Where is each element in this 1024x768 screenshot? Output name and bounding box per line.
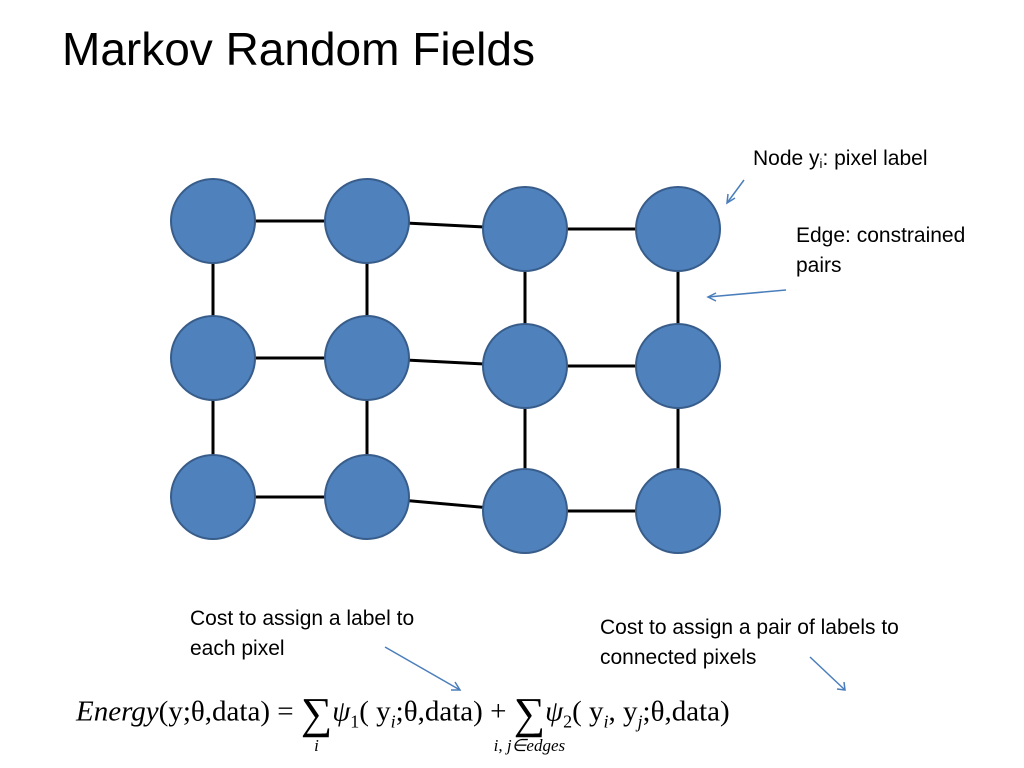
sum-index: i (314, 736, 319, 755)
unary-args: ( y (359, 695, 391, 728)
formula-lhs-args: (y;θ,data) = (158, 695, 294, 728)
unary-cost-line1: Cost to assign a label to (190, 607, 415, 630)
pixel-node (170, 178, 256, 264)
nodes (170, 178, 721, 554)
edge-label-line1: Edge: constrained (796, 224, 966, 247)
node-pointer-arrowhead (726, 193, 736, 205)
pixel-node (482, 323, 568, 409)
unary-cost-label: Cost to assign a label to each pixel (190, 604, 414, 664)
pairwise-cost-line2: connected pixels (600, 646, 757, 669)
unary-args-rest: ;θ,data) + (395, 695, 507, 728)
edge-pointer-arrow (707, 289, 787, 298)
pairwise-cost-line1: Cost to assign a pair of labels to (600, 616, 899, 639)
energy-formula: Energy(y;θ,data) = ∑ i ψ1( yi;θ,data) + … (76, 689, 730, 756)
pixel-node (170, 315, 256, 401)
pair-args-rest: ;θ,data) (642, 695, 730, 728)
pairwise-sum: ∑ i, j∈edges (494, 689, 565, 756)
pixel-node (635, 323, 721, 409)
unary-args-subscript: i (390, 711, 396, 732)
sum-index-edges: i, j∈edges (493, 736, 566, 755)
pixel-node (482, 186, 568, 272)
pixel-node (635, 468, 721, 554)
formula-lhs-name: Energy (76, 695, 159, 728)
psi-subscript: 1 (350, 711, 360, 732)
edge-label: Edge: constrained pairs (796, 221, 965, 281)
unary-pointer-arrow (384, 646, 461, 691)
edge-pointer-arrowhead (706, 292, 717, 302)
pair-args-subscript-j: j (637, 711, 643, 732)
pixel-node (635, 186, 721, 272)
pixel-node (324, 178, 410, 264)
psi-symbol: ψ (545, 695, 564, 728)
sum-symbol: ∑ (513, 689, 546, 738)
unary-pointer-arrowhead (451, 681, 462, 691)
pixel-node (324, 454, 410, 540)
psi-symbol: ψ (332, 695, 351, 728)
node-label-subscript: i (819, 156, 823, 171)
edge-label-line2: pairs (796, 254, 842, 277)
psi-subscript: 2 (563, 711, 573, 732)
node-label-prefix: Node y (753, 147, 820, 170)
unary-cost-line2: each pixel (190, 637, 285, 660)
pair-args-mid: , y (608, 695, 638, 728)
edges (211, 219, 680, 513)
pair-args-subscript-i: i (603, 711, 609, 732)
pairwise-pointer-arrow (809, 656, 846, 691)
node-label: Node yi: pixel label (753, 144, 928, 179)
unary-sum: ∑ i (300, 689, 333, 756)
pairwise-cost-label: Cost to assign a pair of labels to conne… (600, 613, 899, 673)
pixel-node (324, 315, 410, 401)
sum-symbol: ∑ (300, 689, 333, 738)
pixel-node (482, 468, 568, 554)
pair-args: ( y (572, 695, 604, 728)
pairwise-pointer-arrowhead (836, 681, 846, 691)
node-label-suffix: : pixel label (822, 147, 928, 170)
pixel-node (170, 454, 256, 540)
pointer-arrows (384, 179, 846, 691)
node-pointer-arrow (726, 179, 745, 204)
slide-title: Markov Random Fields (62, 23, 535, 75)
